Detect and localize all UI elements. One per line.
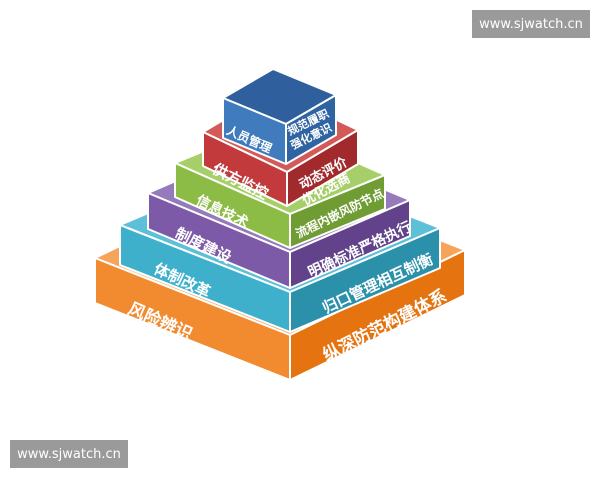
watermark-top-right: www.sjwatch.cn xyxy=(472,10,590,38)
watermark-bottom-left: www.sjwatch.cn xyxy=(10,440,128,468)
tier-6-right-face xyxy=(285,94,337,165)
tier-5-right-face xyxy=(286,129,359,207)
tier-4-right-face xyxy=(289,174,386,249)
tier-3-right-face xyxy=(289,199,411,289)
tier-2-right-face xyxy=(289,227,441,333)
